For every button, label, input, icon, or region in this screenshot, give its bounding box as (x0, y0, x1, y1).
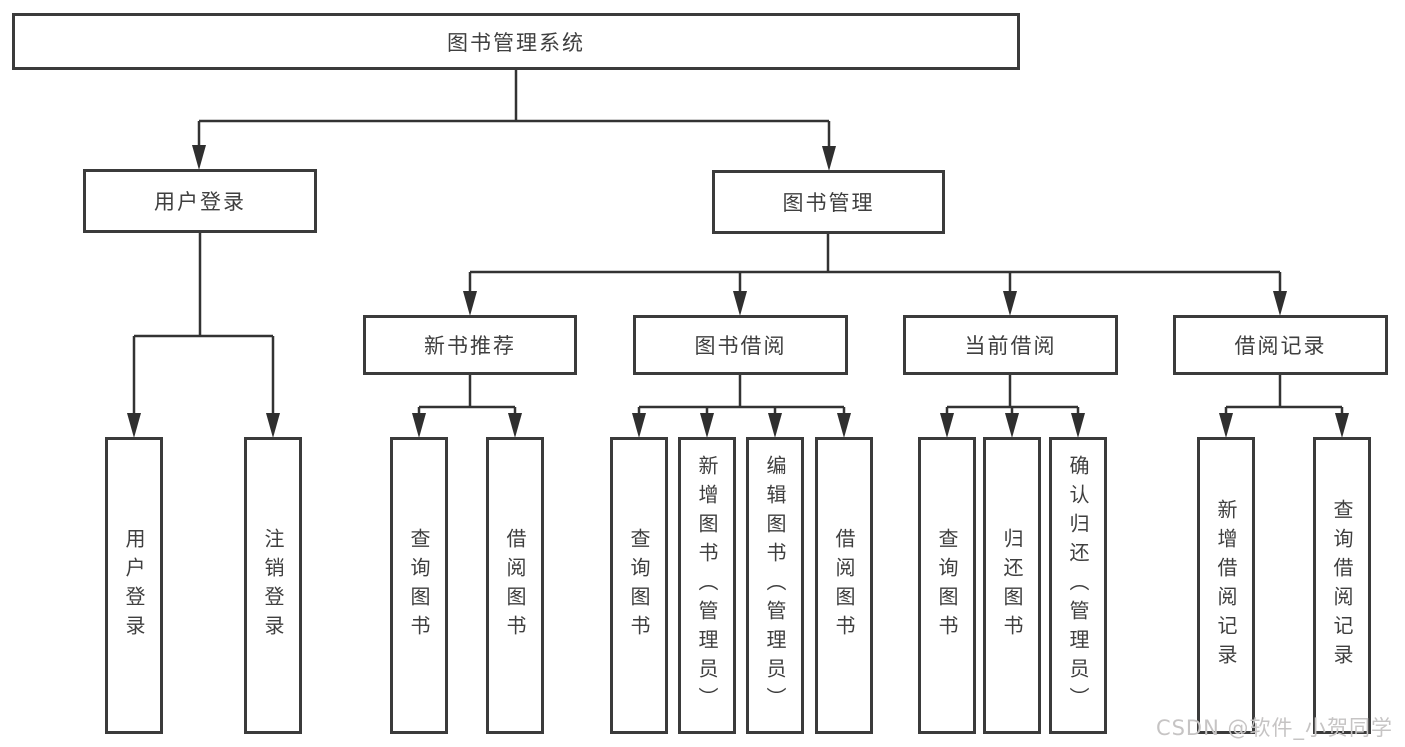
node-label: 图书管理系统 (447, 30, 585, 55)
leaf-borrow-add-books-admin: 新增图书（管理员） (678, 437, 736, 734)
arrowheads-leaf-row (412, 413, 1349, 438)
leaf-records-add-record: 新增借阅记录 (1197, 437, 1255, 734)
leaf-current-confirm-return-admin: 确认归还（管理员） (1049, 437, 1107, 734)
leaf-current-return-books: 归还图书 (983, 437, 1041, 734)
node-book-management: 图书管理 (712, 170, 945, 234)
leaf-label: 借阅图书 (503, 527, 527, 644)
node-library-management-system: 图书管理系统 (12, 13, 1020, 70)
arrowheads-level3 (463, 291, 1287, 316)
leaf-label: 归还图书 (1000, 527, 1024, 644)
node-book-borrow: 图书借阅 (633, 315, 848, 375)
leaf-borrow-edit-books-admin: 编辑图书（管理员） (746, 437, 804, 734)
connector-user-login-to-leaves (132, 233, 275, 414)
node-label: 新书推荐 (424, 334, 516, 358)
leaf-records-query-record: 查询借阅记录 (1313, 437, 1371, 734)
leaf-label: 借阅图书 (832, 527, 856, 644)
node-label: 当前借阅 (964, 334, 1057, 358)
connector-records-to-leaves (1224, 375, 1344, 415)
leaf-label: 新增图书（管理员） (695, 455, 719, 716)
connector-root-to-level2 (197, 70, 831, 148)
node-label: 图书借阅 (694, 334, 787, 358)
connector-current-to-leaves (945, 375, 1080, 415)
arrowheads-user-login-leaves (127, 413, 280, 438)
node-user-login: 用户登录 (83, 169, 317, 233)
leaf-borrow-borrow-books: 借阅图书 (815, 437, 873, 734)
connector-book-management-to-level3 (468, 234, 1282, 293)
leaf-label: 用户登录 (122, 527, 146, 644)
node-current-borrow: 当前借阅 (903, 315, 1118, 375)
leaf-label: 查询借阅记录 (1330, 498, 1354, 673)
leaf-label: 编辑图书（管理员） (763, 455, 787, 716)
leaf-borrow-query-books: 查询图书 (610, 437, 668, 734)
leaf-label: 查询图书 (407, 527, 431, 644)
node-borrow-records: 借阅记录 (1173, 315, 1388, 375)
node-label: 借阅记录 (1234, 334, 1327, 358)
leaf-recommend-borrow-books: 借阅图书 (486, 437, 544, 734)
leaf-label: 注销登录 (261, 527, 285, 644)
leaf-label: 确认归还（管理员） (1066, 455, 1090, 716)
leaf-label: 新增借阅记录 (1214, 498, 1238, 673)
leaf-current-query-books: 查询图书 (918, 437, 976, 734)
csdn-watermark: CSDN @软件_小贺同学 (1155, 716, 1393, 740)
leaf-label: 查询图书 (627, 527, 651, 644)
leaf-user-login: 用户登录 (105, 437, 163, 734)
leaf-label: 查询图书 (935, 527, 959, 644)
leaf-logout: 注销登录 (244, 437, 302, 734)
node-new-book-recommend: 新书推荐 (363, 315, 577, 375)
node-label: 用户登录 (154, 190, 246, 214)
node-label: 图书管理 (782, 191, 875, 215)
leaf-recommend-query-books: 查询图书 (390, 437, 448, 734)
connector-borrow-to-leaves (637, 375, 846, 415)
connector-recommend-to-leaves (417, 375, 517, 415)
arrowheads-level2 (192, 145, 836, 171)
